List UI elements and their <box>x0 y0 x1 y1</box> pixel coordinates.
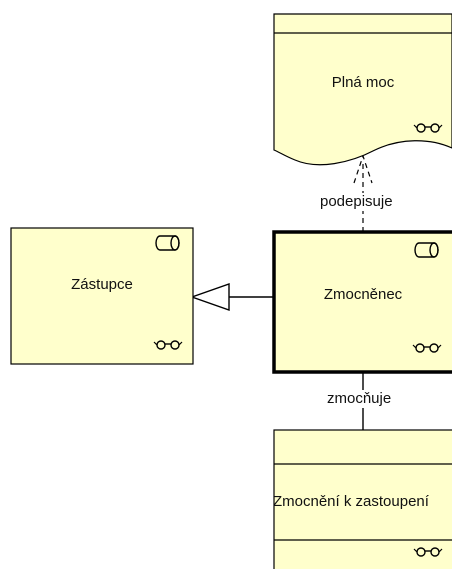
role-cylinder-icon <box>155 235 180 251</box>
glasses-icon <box>412 343 442 353</box>
connection-label-zmocnuje: zmocňuje <box>325 390 394 408</box>
specialization-arrowhead-icon <box>189 283 230 311</box>
glasses-icon <box>413 123 443 133</box>
access-arrowhead-icon <box>353 154 373 184</box>
connection-specialization[interactable] <box>189 283 274 311</box>
node-zmocnenec[interactable] <box>272 230 452 374</box>
node-label-zmocneni: Zmocnění k zastoupení <box>273 493 429 510</box>
connection-label-podepisuje: podepisuje <box>318 193 395 211</box>
glasses-icon <box>413 547 443 557</box>
node-zmocneni[interactable] <box>273 429 452 569</box>
node-label-zastupce: Zástupce <box>71 276 133 293</box>
glasses-icon <box>153 340 183 350</box>
node-zastupce[interactable] <box>10 227 194 365</box>
node-label-plna-moc: Plná moc <box>331 74 395 91</box>
node-plna-moc[interactable] <box>273 13 452 166</box>
role-cylinder-icon <box>414 242 439 258</box>
node-label-zmocnenec: Zmocněnec <box>323 286 403 303</box>
